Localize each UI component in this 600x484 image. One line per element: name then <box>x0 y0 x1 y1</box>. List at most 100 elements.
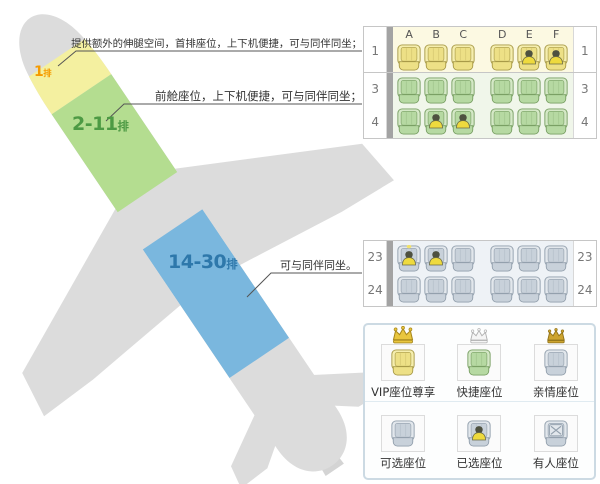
seat-icon <box>490 276 514 302</box>
seat-4F[interactable] <box>543 107 570 135</box>
row-number-right-3: 3 <box>581 82 589 97</box>
zone-band-row-1 <box>26 37 112 115</box>
seat-24B[interactable] <box>423 275 450 303</box>
row-number-left-24: 24 <box>367 282 383 297</box>
seat-icon <box>397 108 421 134</box>
seat-3E[interactable] <box>516 76 543 104</box>
seat-icon <box>424 108 448 134</box>
seat-icon <box>544 108 568 134</box>
seat-icon <box>451 108 475 134</box>
seat-3A[interactable] <box>396 76 423 104</box>
seat-4D[interactable] <box>489 107 516 135</box>
seat-4C[interactable] <box>450 107 477 135</box>
seat-icon <box>490 44 514 70</box>
seat-icon <box>451 276 475 302</box>
seat-icon <box>397 44 421 70</box>
seat-1E[interactable] <box>516 43 543 71</box>
legend-label: 亲情座位 <box>532 384 579 399</box>
crown-icon <box>546 327 565 343</box>
cabin-wall-bar <box>387 241 393 306</box>
seat-23F[interactable] <box>543 244 570 272</box>
legend-item-family-seat: 亲情座位 <box>517 325 594 402</box>
crown-icon <box>470 327 489 343</box>
seat-icon <box>544 349 568 376</box>
seat-icon <box>517 44 541 70</box>
seat-icon <box>424 77 448 103</box>
row-number-left-3: 3 <box>371 82 379 97</box>
seat-1C[interactable] <box>450 43 477 71</box>
seat-23B[interactable] <box>423 244 450 272</box>
seat-icon <box>544 420 568 447</box>
row-number-left-4: 4 <box>371 114 379 129</box>
seat-24A[interactable] <box>396 275 423 303</box>
seat-24E[interactable] <box>516 275 543 303</box>
seat-icon <box>467 349 492 376</box>
callout-text-rows-2-11: 前舱座位，上下机便捷，可与同伴同坐； <box>155 89 362 103</box>
seat-1A[interactable] <box>396 43 423 71</box>
gold-crown-icon <box>390 325 416 344</box>
legend-label: 已选座位 <box>456 455 503 470</box>
seat-icon <box>490 77 514 103</box>
seat-icon <box>544 244 568 271</box>
seat-icon <box>451 77 475 103</box>
seat-icon <box>490 244 514 271</box>
legend-item-selectable-seat: 可选座位 <box>365 402 441 479</box>
seat-icon <box>467 420 492 447</box>
seat-row-1 <box>396 41 570 72</box>
seat-row-23 <box>396 242 570 273</box>
zone-band-rows-14-30 <box>142 209 290 379</box>
row-number-right-23: 23 <box>577 250 593 265</box>
seat-23A[interactable] <box>396 244 423 272</box>
legend-label: 有人座位 <box>532 455 579 470</box>
seat-icon <box>397 276 421 302</box>
seat-1D[interactable] <box>489 43 516 71</box>
seat-24F[interactable] <box>543 275 570 303</box>
seat-1B[interactable] <box>423 43 450 71</box>
row-number-right-1: 1 <box>581 43 589 58</box>
seat-icon <box>424 44 448 70</box>
seat-icon <box>544 276 568 302</box>
seat-3C[interactable] <box>450 76 477 104</box>
seat-1F[interactable] <box>543 43 570 71</box>
seat-4B[interactable] <box>423 107 450 135</box>
seat-4E[interactable] <box>516 107 543 135</box>
legend-item-quick-seat: 快捷座位 <box>441 325 518 402</box>
zone-label-row-1: 1排 <box>34 64 52 80</box>
seat-23D[interactable] <box>489 244 516 272</box>
wing-left <box>22 206 182 417</box>
callout-line-2 <box>105 103 362 122</box>
seat-icon <box>451 44 475 70</box>
cabin-wall-bar <box>387 73 393 138</box>
seat-4A[interactable] <box>396 107 423 135</box>
seat-icon <box>451 244 475 271</box>
seat-icon <box>517 77 541 103</box>
seat-3F[interactable] <box>543 76 570 104</box>
crown-icon <box>392 325 414 344</box>
column-letter-E: E <box>525 28 533 41</box>
legend-item-occupied-seat: 有人座位 <box>518 402 594 479</box>
column-letter-A: A <box>405 28 413 41</box>
seat-zone <box>392 241 573 306</box>
seat-row-3 <box>396 74 570 105</box>
seat-icon <box>397 77 421 103</box>
seat-23E[interactable] <box>516 244 543 272</box>
silver-crown-icon <box>468 326 490 344</box>
legend-seat-box <box>457 414 502 452</box>
seat-icon <box>490 108 514 134</box>
zone-band-rows-2-11 <box>51 74 178 213</box>
seat-24D[interactable] <box>489 275 516 303</box>
seat-24C[interactable] <box>450 275 477 303</box>
seat-3D[interactable] <box>489 76 516 104</box>
seat-3B[interactable] <box>423 76 450 104</box>
seat-icon <box>397 244 421 271</box>
cabin-wall-bar <box>387 27 393 74</box>
seat-23C[interactable] <box>450 244 477 272</box>
